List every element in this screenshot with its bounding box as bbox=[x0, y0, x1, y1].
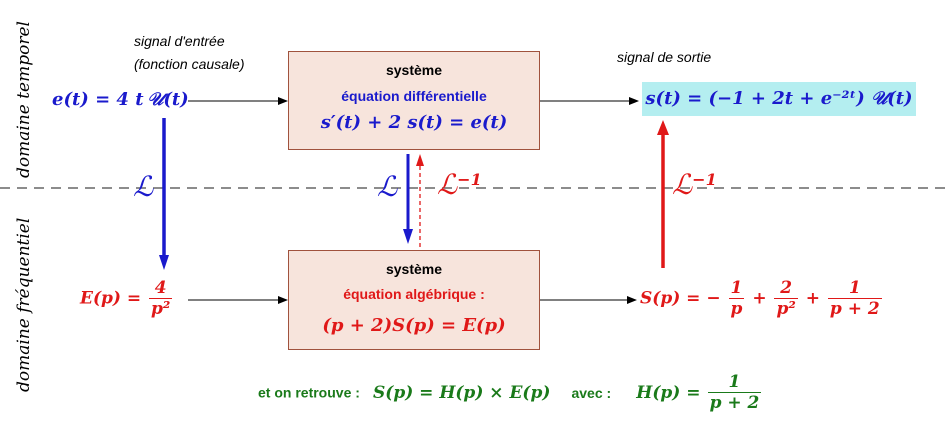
output-caption: signal de sortie bbox=[617, 49, 712, 65]
output-plus1: + bbox=[752, 288, 767, 309]
footer: et on retrouve : S(p) = H(p) × E(p) avec… bbox=[258, 372, 763, 413]
laplace-symbol-mid: ℒ bbox=[377, 170, 398, 203]
inverse-right-exp: −1 bbox=[692, 170, 717, 189]
footer-prefix: et on retrouve : bbox=[258, 384, 360, 401]
system-bottom-subtitle: équation algébrique : bbox=[343, 286, 485, 302]
input-freq-equation: E(p) = 4 p² bbox=[80, 278, 174, 319]
system-bottom-equation: (p + 2)S(p) = E(p) bbox=[322, 315, 506, 336]
output-t2-num: 2 bbox=[774, 278, 798, 299]
input-freq-lhs: E(p) = bbox=[80, 288, 142, 309]
freq-domain-label: domaine fréquentiel bbox=[14, 217, 34, 392]
footer-h-fraction: 1 p + 2 bbox=[707, 372, 762, 413]
output-t2-den: p² bbox=[776, 299, 796, 319]
output-t3-num: 1 bbox=[827, 278, 882, 299]
system-bottom-box: système équation algébrique : (p + 2)S(p… bbox=[288, 250, 540, 350]
system-top-title: système bbox=[385, 62, 443, 78]
footer-h-den: p + 2 bbox=[709, 393, 760, 413]
time-domain-label: domaine temporel bbox=[14, 21, 34, 178]
output-freq-term2: 2 p² bbox=[774, 278, 798, 319]
output-freq-term3: 1 p + 2 bbox=[827, 278, 882, 319]
input-caption-line2: (fonction causale) bbox=[134, 56, 245, 72]
inverse-symbol-mid: ℒ−1 bbox=[437, 168, 482, 201]
output-t1-den: p bbox=[730, 299, 743, 319]
output-plus2: + bbox=[805, 288, 820, 309]
inverse-arrow-mid-head bbox=[416, 154, 424, 166]
inverse-arrow-right-head bbox=[657, 120, 669, 135]
inverse-mid-exp: −1 bbox=[457, 170, 482, 189]
inverse-mid-L: ℒ bbox=[437, 168, 458, 201]
footer-avec: avec : bbox=[571, 384, 612, 401]
system-bottom-title: système bbox=[385, 261, 443, 277]
system-top-subtitle: équation différentielle bbox=[341, 88, 487, 104]
output-freq-equation: S(p) = − 1 p + 2 p² + 1 p + 2 bbox=[640, 278, 884, 319]
input-freq-num: 4 bbox=[149, 278, 173, 299]
output-t3-den: p + 2 bbox=[829, 299, 880, 319]
system-top-equation: s′(t) + 2 s(t) = e(t) bbox=[320, 112, 508, 133]
output-freq-term1: 1 p bbox=[728, 278, 745, 319]
inverse-symbol-right: ℒ−1 bbox=[672, 168, 717, 201]
input-time-equation: e(t) = 4 t 𝒰(t) bbox=[52, 89, 189, 110]
inverse-right-L: ℒ bbox=[672, 168, 693, 201]
input-caption-line1: signal d'entrée bbox=[134, 33, 225, 49]
input-freq-fraction: 4 p² bbox=[149, 278, 173, 319]
system-top-box: système équation différentielle s′(t) + … bbox=[288, 51, 540, 150]
laplace-arrow-left-head bbox=[159, 255, 169, 270]
output-freq-lhs: S(p) = − bbox=[640, 288, 721, 309]
laplace-arrow-mid-head bbox=[403, 229, 413, 244]
footer-equation: S(p) = H(p) × E(p) bbox=[373, 382, 551, 403]
input-freq-den: p² bbox=[151, 299, 171, 319]
laplace-symbol-left: ℒ bbox=[133, 170, 154, 203]
output-time-equation: s(t) = (−1 + 2t + e⁻²ᵗ) 𝒰(t) bbox=[642, 82, 916, 116]
footer-h-lhs: H(p) = bbox=[636, 382, 701, 403]
output-t1-num: 1 bbox=[728, 278, 745, 299]
footer-h-num: 1 bbox=[707, 372, 762, 393]
